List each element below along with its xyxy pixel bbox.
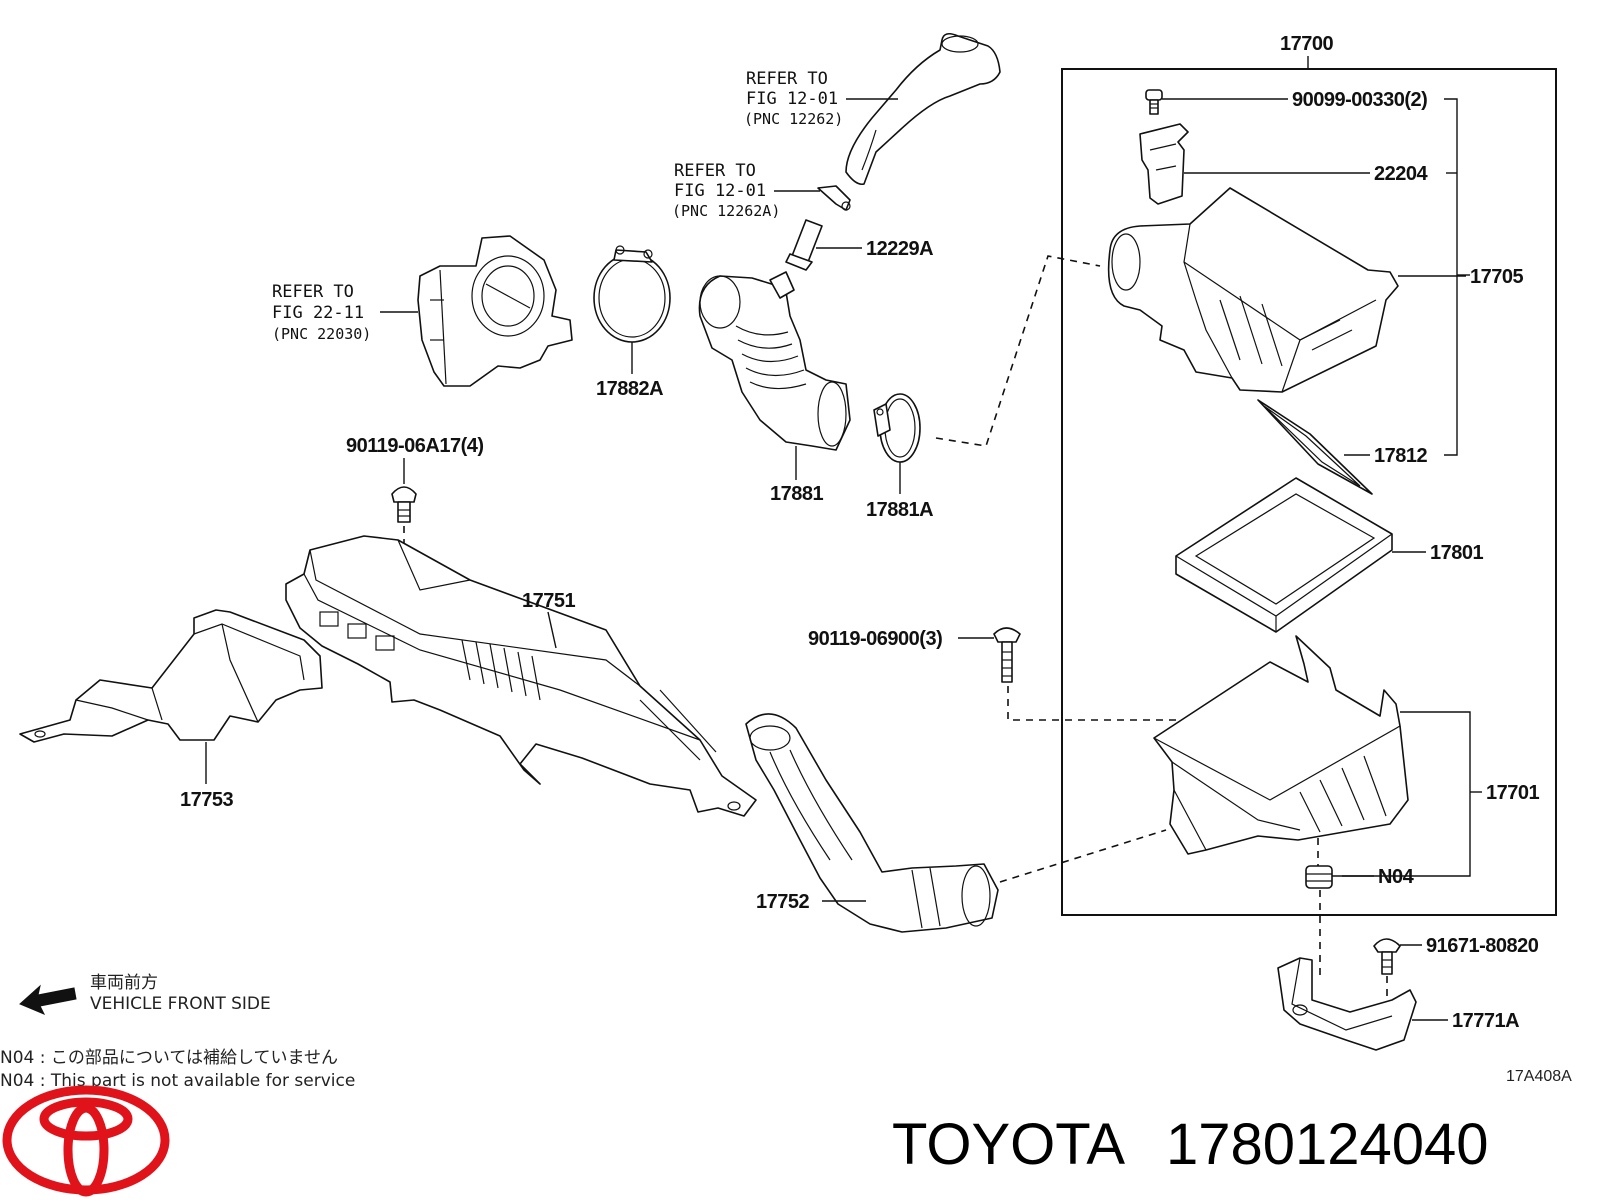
label-17751: 17751 bbox=[522, 590, 575, 612]
label-17801: 17801 bbox=[1430, 542, 1483, 564]
ref-fig-12-01-a: REFER TO FIG 12-01 (PNC 12262) bbox=[744, 69, 843, 128]
gasket-icon bbox=[1257, 399, 1373, 495]
air-cleaner-hose-icon bbox=[698, 271, 851, 451]
label-17812: 17812 bbox=[1374, 445, 1427, 467]
label-17882a: 17882A bbox=[596, 378, 663, 400]
air-cleaner-case-icon bbox=[1153, 635, 1409, 855]
front-label-jp: 車両前方 bbox=[90, 973, 158, 993]
label-90119-06a17: 90119-06A17(4) bbox=[346, 435, 484, 457]
part-number: 1780124040 bbox=[1166, 1112, 1489, 1177]
svg-text:REFER TO: REFER TO bbox=[746, 69, 828, 89]
label-17771a: 17771A bbox=[1452, 1010, 1519, 1032]
label-17881: 17881 bbox=[770, 483, 823, 505]
label-90099: 90099-00330(2) bbox=[1292, 89, 1427, 111]
bolt-90119-06900-icon bbox=[993, 627, 1021, 683]
label-17753: 17753 bbox=[180, 789, 233, 811]
label-17701: 17701 bbox=[1486, 782, 1539, 804]
label-17881a: 17881A bbox=[866, 499, 933, 521]
label-91671: 91671-80820 bbox=[1426, 935, 1539, 957]
svg-text:(PNC 12262A): (PNC 12262A) bbox=[672, 202, 780, 220]
svg-text:REFER TO: REFER TO bbox=[674, 161, 756, 181]
throttle-body-icon bbox=[417, 235, 573, 387]
ref-fig-12-01-b: REFER TO FIG 12-01 (PNC 12262A) bbox=[672, 161, 780, 220]
svg-text:FIG 12-01: FIG 12-01 bbox=[746, 89, 838, 109]
front-label-en: VEHICLE FRONT SIDE bbox=[90, 994, 271, 1014]
svg-text:FIG 22-11: FIG 22-11 bbox=[272, 303, 364, 323]
bolt-91671-icon bbox=[1373, 938, 1401, 975]
label-12229a: 12229A bbox=[866, 238, 933, 260]
label-17752: 17752 bbox=[756, 891, 809, 913]
hose-clamp-17881a-icon bbox=[873, 393, 921, 463]
label-17700: 17700 bbox=[1280, 33, 1333, 55]
note-en: N04 : This part is not available for ser… bbox=[0, 1071, 355, 1091]
upper-intake-hose-icon bbox=[845, 32, 1001, 186]
svg-text:(PNC 12262): (PNC 12262) bbox=[744, 110, 843, 128]
svg-text:(PNC 22030): (PNC 22030) bbox=[272, 325, 371, 343]
bracket-icon bbox=[1277, 957, 1417, 1051]
svg-text:REFER TO: REFER TO bbox=[272, 282, 354, 302]
label-17705: 17705 bbox=[1470, 266, 1523, 288]
label-90119-06900: 90119-06900(3) bbox=[808, 628, 942, 650]
hose-clamp-17882a-icon bbox=[593, 245, 671, 343]
toyota-logo bbox=[2, 1085, 170, 1197]
figure-id: 17A408A bbox=[1506, 1068, 1572, 1085]
hose-clip-icon bbox=[817, 185, 851, 211]
air-inlet-duct-17751-icon bbox=[285, 535, 757, 817]
vacuum-hose-icon bbox=[785, 219, 823, 271]
assembly-box bbox=[1061, 68, 1557, 916]
air-cleaner-cap-icon bbox=[1107, 187, 1399, 393]
brand-name: TOYOTA bbox=[892, 1112, 1125, 1177]
svg-text:FIG 12-01: FIG 12-01 bbox=[674, 181, 766, 201]
mass-air-flow-sensor-icon bbox=[1139, 123, 1189, 205]
vehicle-front-arrow-icon bbox=[19, 984, 77, 1015]
air-filter-element-icon bbox=[1175, 477, 1393, 633]
label-22204: 22204 bbox=[1374, 163, 1428, 185]
grommet-icon bbox=[1305, 865, 1333, 889]
note-jp: N04 : この部品については補給していません bbox=[0, 1048, 338, 1068]
label-n04: N04 bbox=[1378, 866, 1415, 888]
air-inlet-duct-17753-icon bbox=[19, 609, 323, 743]
bolt-90099-icon bbox=[1145, 89, 1163, 115]
bolt-90119-06a17-icon bbox=[391, 486, 417, 523]
ref-fig-22-11: REFER TO FIG 22-11 (PNC 22030) bbox=[272, 282, 371, 343]
air-inlet-duct-17752-icon bbox=[745, 713, 999, 933]
